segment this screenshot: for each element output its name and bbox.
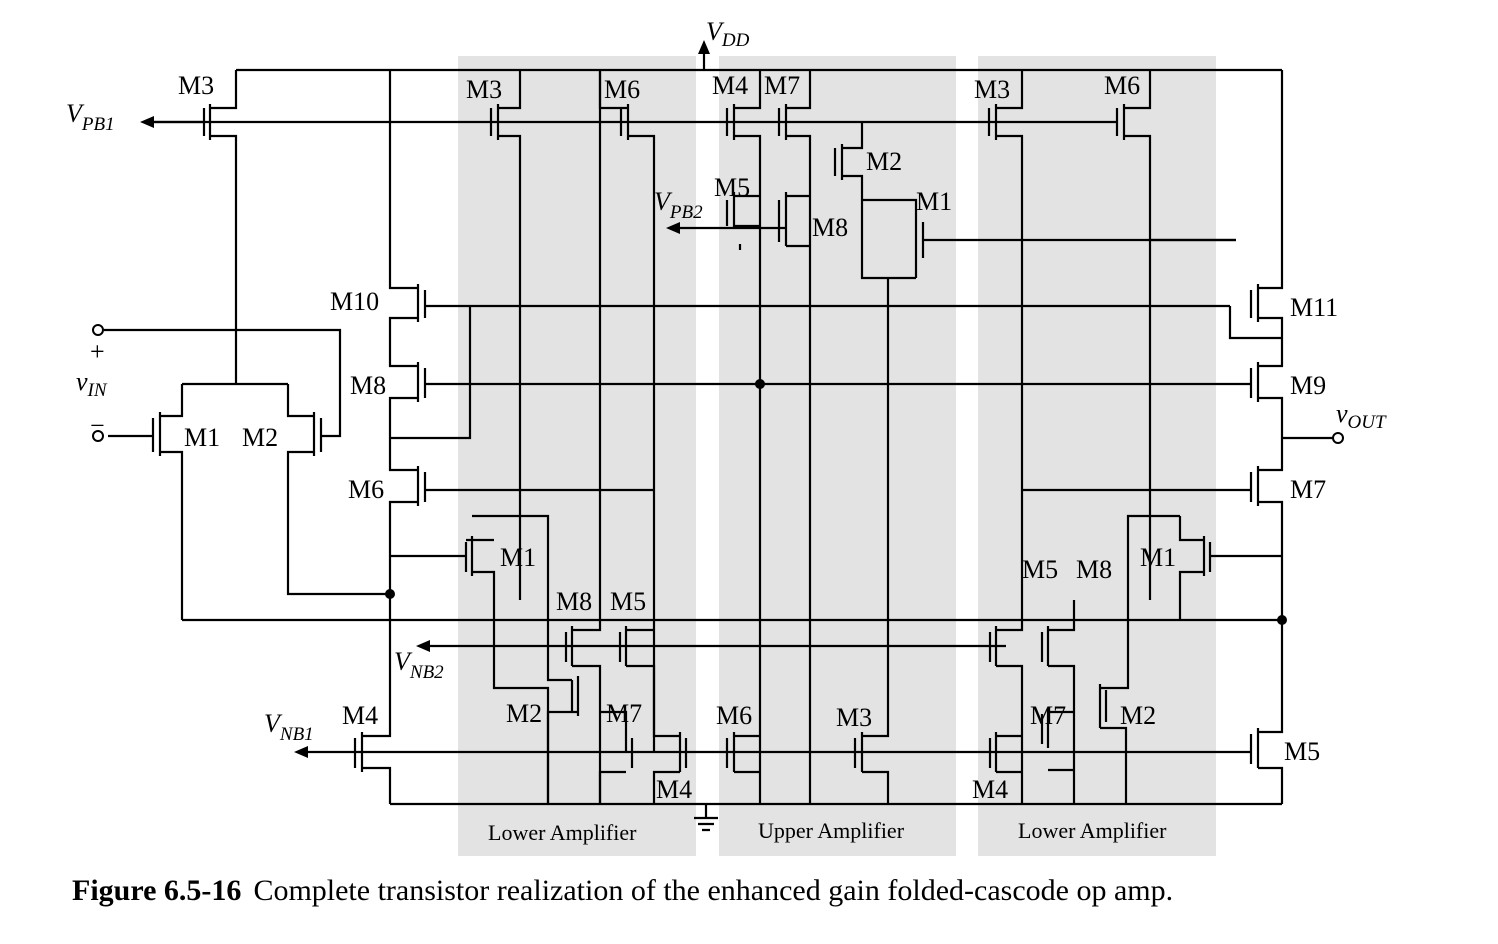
ll-m1-label: M1 <box>500 543 536 572</box>
lr-m6-label: M6 <box>1104 71 1140 100</box>
main-m2-label: M2 <box>242 423 278 452</box>
vin-minus-sign: − <box>90 411 105 440</box>
lower-left-amplifier-label: Lower Amplifier <box>488 820 637 845</box>
lower-right-amplifier-region <box>978 56 1216 856</box>
ua-m1-label: M1 <box>916 187 952 216</box>
main-m10-label: M10 <box>330 287 379 316</box>
ll-m3-label: M3 <box>466 75 502 104</box>
lr-m8-label: M8 <box>1076 555 1112 584</box>
ll-m6-label: M6 <box>604 75 640 104</box>
main-m1-label: M1 <box>184 423 220 452</box>
upper-amplifier-label: Upper Amplifier <box>758 818 905 843</box>
figure-number: Figure 6.5-16 <box>72 874 242 907</box>
upper-amplifier-region <box>719 56 956 856</box>
main-m11-label: M11 <box>1290 293 1338 322</box>
vin-plus-sign: + <box>90 337 105 366</box>
main-m4-label: M4 <box>342 701 378 730</box>
lr-m1-label: M1 <box>1140 543 1176 572</box>
lr-m5-label: M5 <box>1022 555 1058 584</box>
figure-caption-text: Complete transistor realization of the e… <box>253 874 1174 907</box>
vnb2-label: VNB2 <box>394 647 444 683</box>
lr-m7-label: M7 <box>1030 701 1066 730</box>
ll-m7-label: M7 <box>606 699 642 728</box>
vout-terminal[interactable] <box>1332 432 1344 444</box>
wires <box>104 48 1336 832</box>
ua-m5-label: M5 <box>714 173 750 202</box>
main-m9-label: M9 <box>1290 371 1326 400</box>
lr-m2-label: M2 <box>1120 701 1156 730</box>
lr-m4-label: M4 <box>972 775 1008 804</box>
ll-m4-label: M4 <box>656 775 692 804</box>
ua-m6-label: M6 <box>716 701 752 730</box>
lr-m3-label: M3 <box>974 75 1010 104</box>
ua-m2-label: M2 <box>866 147 902 176</box>
terminals <box>92 324 1344 444</box>
ua-m3-label: M3 <box>836 703 872 732</box>
main-m5-label: M5 <box>1284 737 1320 766</box>
vout-label: vOUT <box>1336 399 1387 433</box>
vin-minus-terminal[interactable] <box>92 430 104 442</box>
main-m7-label: M7 <box>1290 475 1326 504</box>
main-m3-label: M3 <box>178 71 214 100</box>
main-m6-label: M6 <box>348 475 384 504</box>
ll-m5-label: M5 <box>610 587 646 616</box>
vnb1-label: VNB1 <box>264 709 314 745</box>
vin-label: vIN <box>76 367 108 401</box>
vpb1-label: VPB1 <box>66 99 115 135</box>
ll-m8-label: M8 <box>556 587 592 616</box>
ll-m2-label: M2 <box>506 699 542 728</box>
main-m8-label: M8 <box>350 371 386 400</box>
vin-plus-terminal[interactable] <box>92 324 104 336</box>
schematic-diagram: VDD VPB1 VPB2 VNB1 VNB2 vIN vOUT + − M3 … <box>66 17 1387 856</box>
lower-left-amplifier-region <box>458 56 696 856</box>
vpb2-label: VPB2 <box>654 187 703 223</box>
figure-caption: Figure 6.5-16 Complete transistor realiza… <box>72 874 1173 908</box>
arrows-and-nodes <box>140 40 1287 758</box>
vdd-label: VDD <box>706 17 750 51</box>
ua-m8-label: M8 <box>812 213 848 242</box>
ua-m4-label: M4 <box>712 71 748 100</box>
ua-m7-label: M7 <box>764 71 800 100</box>
lower-right-amplifier-label: Lower Amplifier <box>1018 818 1167 843</box>
